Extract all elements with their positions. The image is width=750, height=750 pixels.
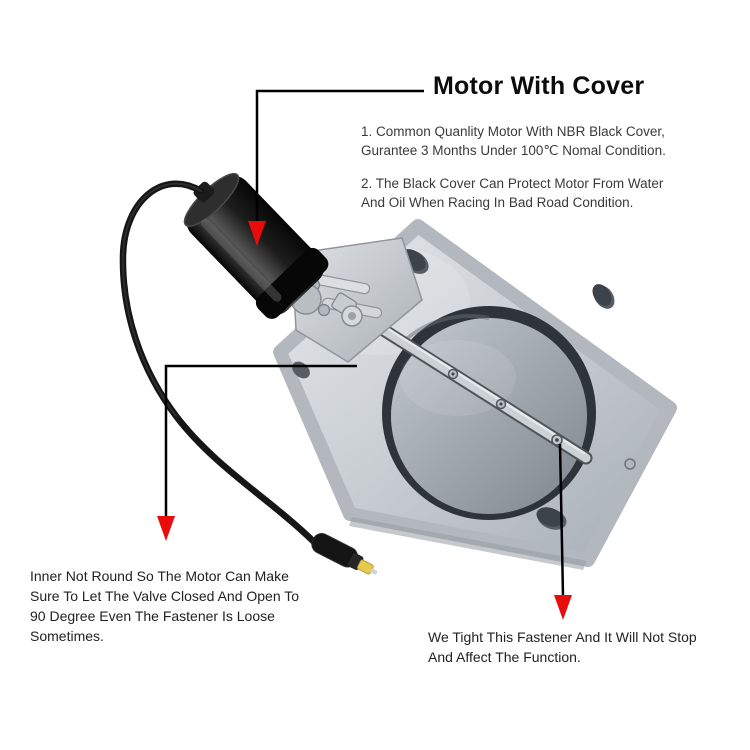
small-screw bbox=[624, 458, 636, 470]
note-line: 1. Common Quanlity Motor With NBR Black … bbox=[361, 124, 665, 139]
valve-opening bbox=[382, 306, 596, 520]
arrowhead-motor-icon bbox=[248, 221, 266, 246]
wire-plug bbox=[311, 533, 378, 575]
note-motor-quality: 1. Common Quanlity Motor With NBR Black … bbox=[361, 122, 666, 160]
note-line: And Affect The Function. bbox=[428, 649, 581, 665]
leader-line-rod bbox=[164, 364, 357, 517]
note-line: We Tight This Fastener And It Will Not S… bbox=[428, 629, 697, 645]
rod-screw bbox=[495, 398, 507, 410]
fastener-screw bbox=[551, 434, 563, 446]
note-tight-fastener: We Tight This Fastener And It Will Not S… bbox=[428, 627, 697, 667]
note-line: Sometimes. bbox=[30, 628, 104, 644]
note-line: Sure To Let The Valve Closed And Open To bbox=[30, 588, 300, 604]
diagram-title: Motor With Cover bbox=[433, 72, 645, 100]
arrowhead-fastener-icon bbox=[554, 595, 572, 620]
arrowhead-rod-icon bbox=[157, 516, 175, 541]
plate-bottom-edge bbox=[349, 517, 587, 570]
note-line: And Oil When Racing In Bad Road Conditio… bbox=[361, 195, 634, 210]
leader-line-motor bbox=[255, 89, 424, 223]
power-wire bbox=[119, 180, 378, 575]
note-line: Gurantee 3 Months Under 100℃ Nomal Condi… bbox=[361, 143, 666, 158]
leader-line-fastener bbox=[558, 443, 565, 597]
note-cover-protection: 2. The Black Cover Can Protect Motor Fro… bbox=[361, 174, 663, 212]
rod-screw bbox=[447, 368, 459, 380]
note-line: Inner Not Round So The Motor Can Make bbox=[30, 568, 289, 584]
note-line: 2. The Black Cover Can Protect Motor Fro… bbox=[361, 176, 664, 191]
note-inner-not-round: Inner Not Round So The Motor Can Make Su… bbox=[30, 566, 299, 646]
callout-leaders bbox=[157, 89, 572, 620]
note-line: 90 Degree Even The Fastener Is Loose bbox=[30, 608, 275, 624]
